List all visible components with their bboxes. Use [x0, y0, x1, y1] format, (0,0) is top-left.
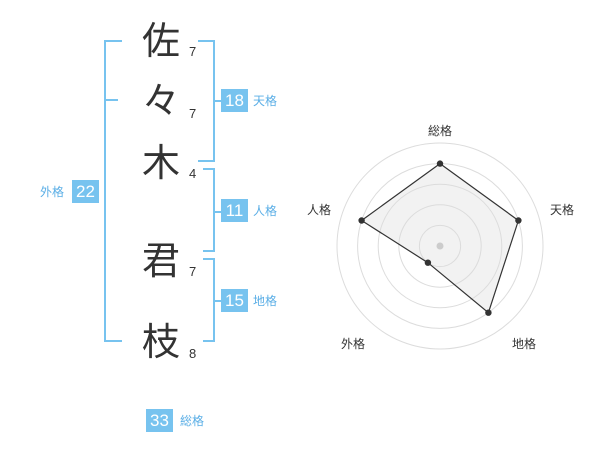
axis-label-tenkaku: 天格	[550, 203, 575, 217]
gaikaku-label: 外格	[40, 185, 65, 199]
axis-label-jinkaku: 人格	[307, 203, 332, 217]
radar-center	[436, 242, 444, 250]
radar-ring	[398, 204, 482, 288]
tenkaku-label: 天格	[253, 94, 278, 108]
tenkaku-value-badge: 18	[221, 89, 248, 112]
name-char-2: 々	[142, 79, 181, 123]
chikaku-value-badge: 15	[221, 289, 248, 312]
radar-point	[485, 309, 492, 316]
jinkaku-value-badge: 11	[221, 199, 248, 222]
name-char-3: 木	[142, 141, 181, 185]
soukaku-value-badge: 33	[146, 409, 173, 432]
axis-label-gaikaku: 外格	[341, 337, 366, 351]
stroke-count-3: 4	[189, 166, 197, 181]
name-char-4: 君	[142, 239, 181, 283]
gaikaku-bracket-tick	[104, 99, 118, 101]
radar-ring	[418, 224, 462, 268]
jinkaku-bracket	[203, 168, 215, 252]
jinkaku-connector	[213, 211, 221, 213]
radar-outline	[360, 162, 520, 314]
tenkaku-connector	[213, 100, 221, 102]
jinkaku-label: 人格	[253, 204, 278, 218]
stroke-count-2: 7	[189, 106, 197, 121]
gaikaku-value-badge: 22	[72, 180, 99, 203]
stroke-count-1: 7	[189, 44, 197, 59]
chikaku-label: 地格	[253, 294, 278, 308]
chikaku-connector	[213, 300, 221, 302]
radar-ring	[377, 183, 503, 309]
name-char-1: 佐	[142, 19, 181, 63]
stroke-count-5: 8	[189, 346, 197, 361]
radar-point	[515, 217, 522, 224]
radar-area	[361, 163, 519, 313]
name-char-5: 枝	[142, 320, 181, 364]
radar-ring	[336, 142, 544, 350]
gaikaku-bracket	[104, 40, 122, 342]
axis-label-soukaku: 総格	[428, 124, 453, 138]
radar-point	[424, 259, 432, 266]
radar-point	[436, 160, 444, 167]
stroke-count-4: 7	[189, 264, 197, 279]
soukaku-label: 総格	[180, 414, 205, 428]
radar-point	[358, 217, 365, 224]
axis-label-chikaku: 地格	[512, 337, 537, 351]
